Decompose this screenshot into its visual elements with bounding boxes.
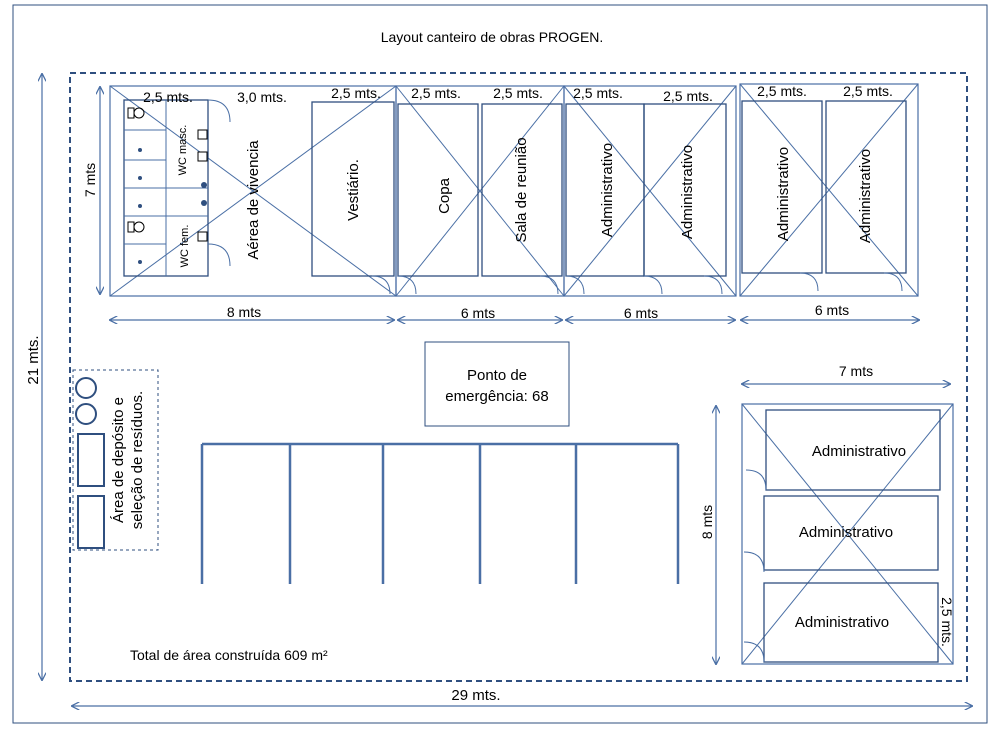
- door-arc: [883, 272, 903, 292]
- room-admin-box: [825, 100, 907, 274]
- dim-w-admin-4: 2,5 mts.: [843, 83, 893, 99]
- room-admin-box: [763, 582, 939, 663]
- block-3: [563, 85, 737, 297]
- room-admin-7: Administrativo: [795, 614, 889, 631]
- dim-right-height-label: 8 mts: [699, 505, 715, 539]
- room-admin-4: Administrativo: [857, 149, 874, 243]
- dim-right-room-height: 2,5 mts.: [939, 597, 955, 647]
- door-arc: [207, 99, 231, 123]
- room-admin-box: [741, 100, 823, 274]
- door-arc: [539, 275, 559, 295]
- room-admin-box: [763, 495, 939, 571]
- dim-w-admin-2: 2,5 mts.: [663, 88, 713, 104]
- dim-seg1-label: 8 mts: [227, 304, 261, 320]
- dim-w-copa: 2,5 mts.: [411, 85, 461, 101]
- dim-right-width-label: 7 mts: [839, 363, 873, 379]
- dim-seg3-label: 6 mts: [624, 305, 658, 321]
- emergency-point-line1: Ponto de: [467, 367, 527, 384]
- total-area-label: Total de área construída 609 m²: [130, 647, 328, 663]
- room-admin-5: Administrativo: [812, 443, 906, 460]
- waste-container-icon: [77, 495, 105, 549]
- door-arc: [643, 275, 663, 295]
- sink-icon: [197, 151, 208, 162]
- dim-w-admin-1: 2,5 mts.: [573, 85, 623, 101]
- dim-w-admin-3: 2,5 mts.: [757, 83, 807, 99]
- room-admin-1: Administrativo: [599, 143, 616, 237]
- waste-area-line1: Área de depósito e: [110, 397, 127, 523]
- waste-container-icon: [77, 433, 105, 487]
- waste-area-line2: seleção de resíduos.: [129, 391, 146, 529]
- sink-icon: [197, 231, 208, 242]
- shower-icon: [138, 176, 142, 180]
- page-title: Layout canteiro de obras PROGEN.: [381, 29, 604, 45]
- urinal-icon: [201, 182, 207, 188]
- emergency-point-line2: emergência: 68: [445, 388, 548, 405]
- dim-w-vestiario: 2,5 mts.: [331, 85, 381, 101]
- room-vestiario-box: [311, 101, 395, 277]
- room-reuniao: Sala de reunião: [513, 137, 530, 242]
- toilet-icon: [127, 221, 145, 233]
- waste-area-box: [72, 369, 159, 551]
- room-vestiario: Vestiário.: [345, 159, 362, 221]
- shower-icon: [138, 260, 142, 264]
- dim-outer-width-label: 29 mts.: [451, 687, 500, 704]
- sink-icon: [197, 129, 208, 140]
- door-arc: [703, 275, 723, 295]
- toilet-icon: [127, 107, 145, 119]
- parking-area: [200, 442, 680, 584]
- waste-bin-icon: [75, 377, 97, 399]
- room-admin-box: [643, 103, 727, 277]
- dim-seg4-label: 6 mts: [815, 302, 849, 318]
- door-arc: [565, 275, 585, 295]
- room-admin-6: Administrativo: [799, 524, 893, 541]
- emergency-point-box: [424, 341, 570, 427]
- door-arc: [799, 272, 819, 292]
- urinal-icon: [201, 200, 207, 206]
- room-wc-masc: WC masc.: [177, 125, 189, 176]
- shower-icon: [138, 148, 142, 152]
- dim-w-reuniao: 2,5 mts.: [493, 85, 543, 101]
- room-copa: Copa: [436, 177, 453, 214]
- door-arc: [397, 275, 417, 295]
- room-copa-box: [397, 103, 479, 277]
- block-4: [739, 83, 919, 297]
- outer-frame: [12, 4, 988, 724]
- room-wc-fem: WC fem.: [179, 225, 191, 268]
- dim-w-wc: 2,5 mts.: [143, 89, 193, 105]
- dim-seg2-label: 6 mts: [461, 305, 495, 321]
- site-boundary: [69, 72, 968, 682]
- dim-top-height-label: 7 mts: [82, 163, 98, 197]
- waste-bin-icon: [75, 403, 97, 425]
- room-admin-3: Administrativo: [775, 147, 792, 241]
- room-reuniao-box: [481, 103, 563, 277]
- door-arc: [743, 641, 765, 663]
- door-arc: [743, 551, 765, 573]
- dim-w-vivencia: 3,0 mts.: [237, 89, 287, 105]
- block-right: [741, 403, 954, 665]
- room-admin-box: [765, 409, 941, 491]
- room-vivencia: Aérea de vivencia: [245, 140, 262, 260]
- door-arc: [207, 243, 231, 267]
- dim-outer-height-label: 21 mts.: [25, 335, 42, 384]
- door-arc: [371, 275, 391, 295]
- door-arc: [745, 469, 767, 491]
- room-admin-2: Administrativo: [679, 145, 696, 239]
- shower-icon: [138, 204, 142, 208]
